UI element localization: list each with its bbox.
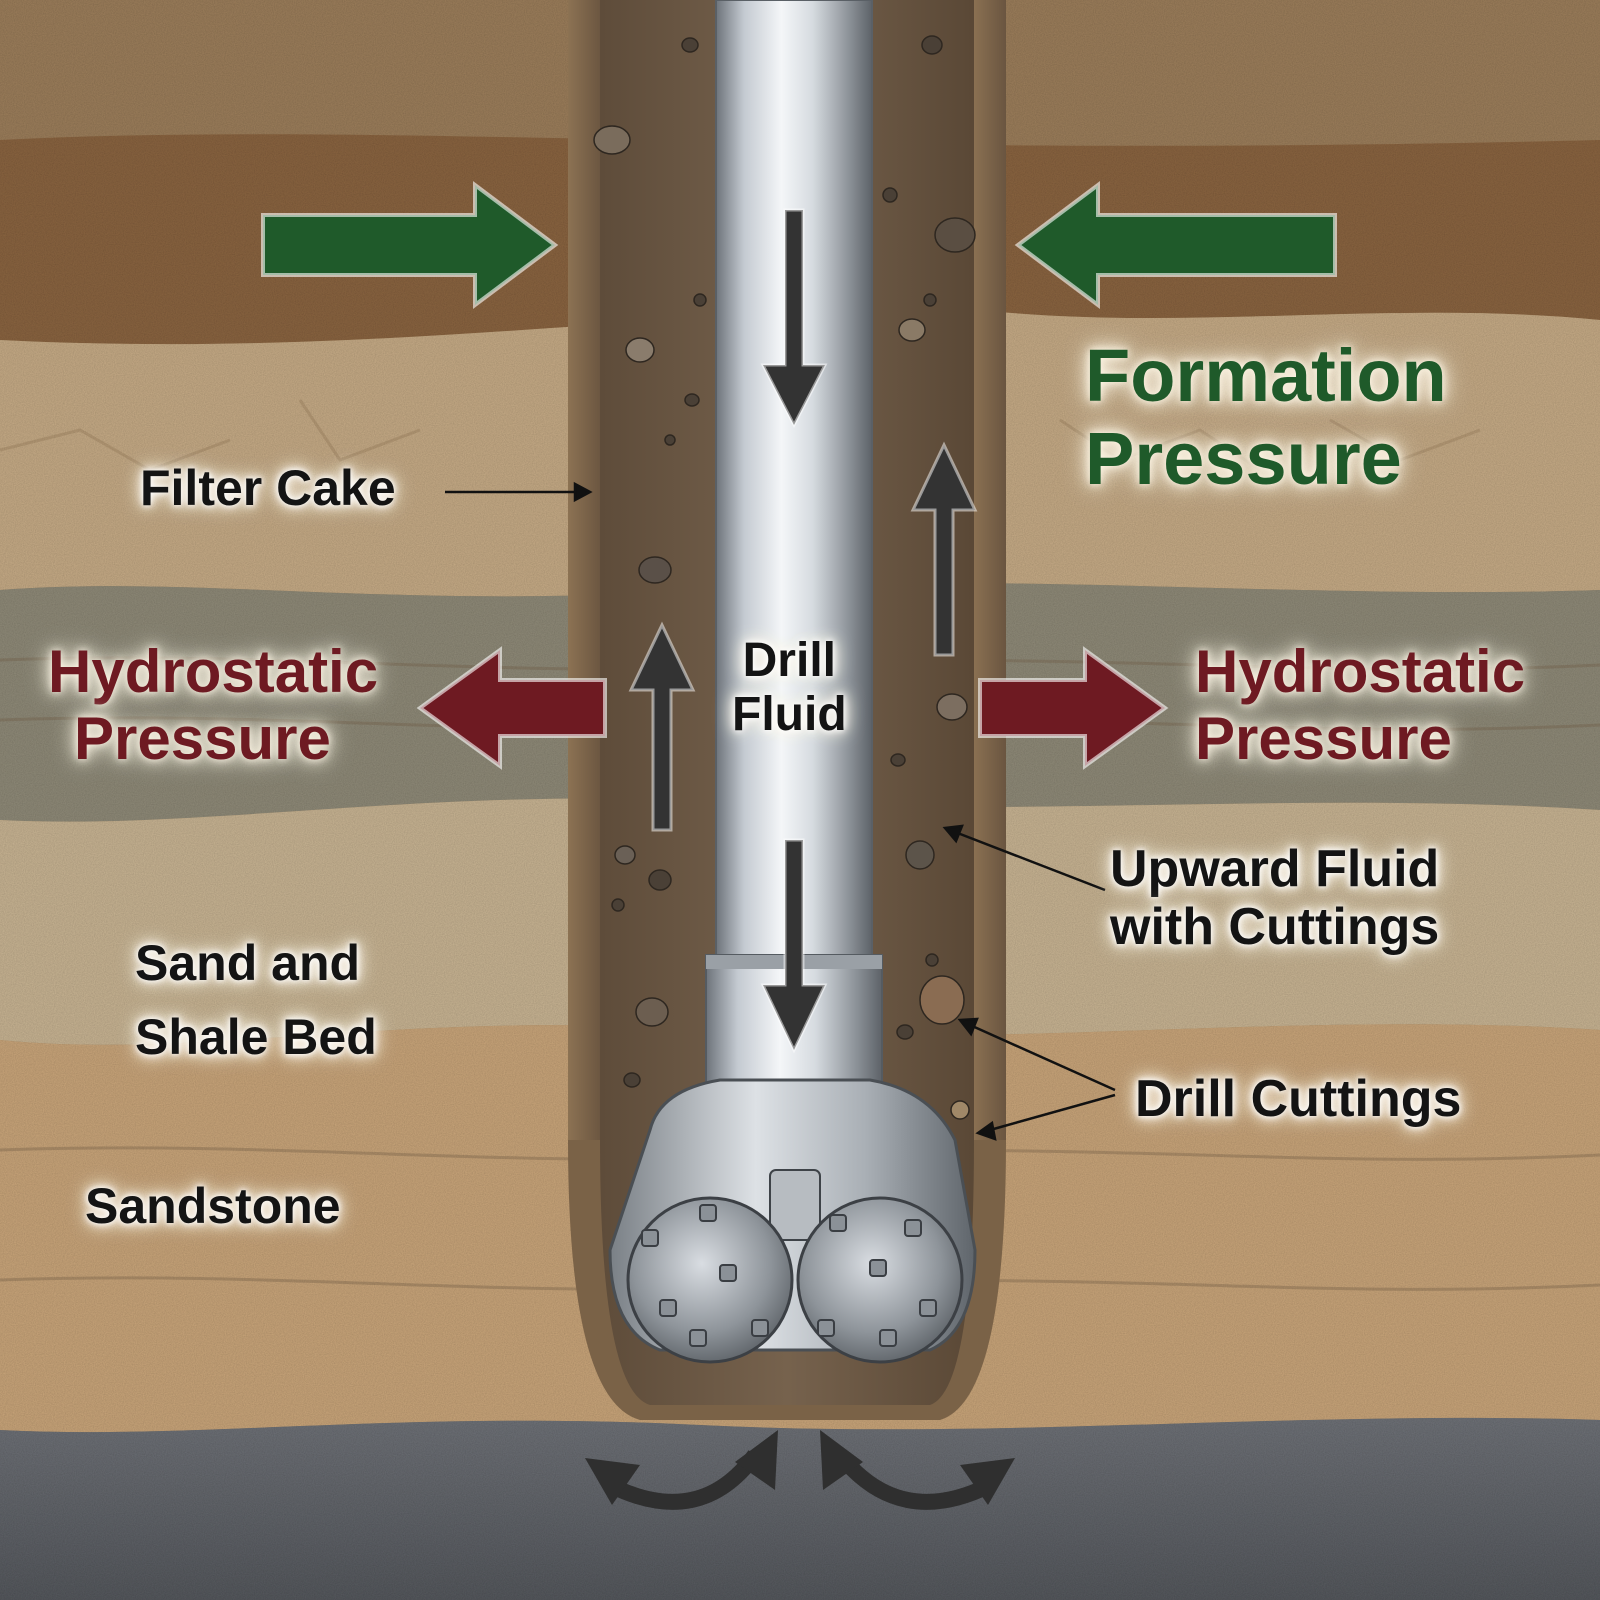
label-sandstone: Sandstone xyxy=(85,1178,341,1234)
label-hydrostatic-right: Hydrostatic Pressure xyxy=(1195,638,1525,772)
up-arrow-annulus-left xyxy=(628,621,696,832)
label-upward-fluid-line1: Upward Fluid xyxy=(1110,840,1440,898)
label-hydrostatic-right-line1: Hydrostatic xyxy=(1195,638,1526,705)
down-arrow-pipe-bottom xyxy=(760,838,828,1054)
formation-arrow-left xyxy=(261,181,559,309)
leader-lines xyxy=(445,481,1116,1141)
hydrostatic-pressure-arrows xyxy=(416,646,1169,770)
down-arrow-pipe-top xyxy=(760,208,828,429)
flow-arrows xyxy=(628,208,978,1054)
label-hydrostatic-left-line1: Hydrostatic xyxy=(48,638,379,705)
label-formation-pressure-line2: Pressure xyxy=(1085,416,1402,500)
label-filter-cake: Filter Cake xyxy=(140,460,396,516)
label-upward-fluid-line2: with Cuttings xyxy=(1110,898,1440,957)
label-sand-shale-line2: Shale Bed xyxy=(135,1009,377,1065)
label-drill-cuttings: Drill Cuttings xyxy=(1135,1070,1462,1128)
layer-bedrock xyxy=(0,1417,1600,1600)
label-drill-fluid-line2: Fluid xyxy=(732,687,847,741)
label-sand-shale-line1: Sand and xyxy=(135,935,361,991)
formation-arrow-right xyxy=(1014,181,1337,309)
formation-pressure-arrows xyxy=(261,181,1337,309)
label-sand-shale-bed: Sand and Shale Bed xyxy=(135,935,377,1065)
hydrostatic-arrow-right xyxy=(978,646,1169,770)
circulation-arrowheads xyxy=(585,1430,1015,1505)
hydrostatic-arrow-left xyxy=(416,646,607,770)
label-hydrostatic-left-line2: Pressure xyxy=(74,705,331,773)
label-upward-fluid: Upward Fluid with Cuttings xyxy=(1110,840,1439,956)
tricone-drill-bit-icon xyxy=(608,1078,977,1364)
cuttings-particles xyxy=(593,35,976,1120)
label-drill-fluid-line1: Drill xyxy=(742,634,836,687)
circulation-arrows xyxy=(606,1449,994,1510)
label-formation-pressure: Formation Pressure xyxy=(1085,334,1447,501)
label-hydrostatic-left: Hydrostatic Pressure xyxy=(48,638,378,772)
label-hydrostatic-right-line2: Pressure xyxy=(1195,705,1452,773)
up-arrow-annulus-right xyxy=(910,441,978,657)
label-formation-pressure-line1: Formation xyxy=(1085,334,1447,417)
drill-pipe xyxy=(705,0,883,1086)
label-drill-fluid: Drill Fluid xyxy=(732,634,847,742)
